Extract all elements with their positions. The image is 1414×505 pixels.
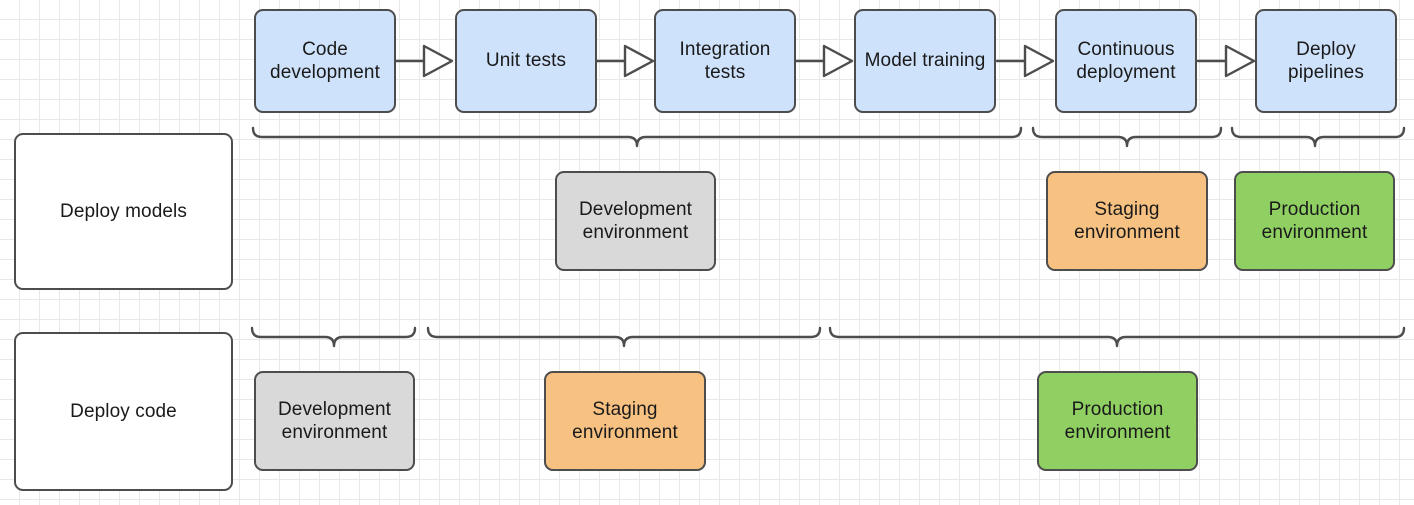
pipeline-node-label: Integration tests xyxy=(679,38,771,83)
brace-models-staging xyxy=(1031,126,1223,148)
pipeline-node-deploy-pipelines[interactable]: Deploy pipelines xyxy=(1255,9,1397,113)
pipeline-node-continuous-deployment[interactable]: Continuous deployment xyxy=(1055,9,1197,113)
brace-models-development xyxy=(251,126,1023,148)
env-node-models-production[interactable]: Production environment xyxy=(1234,171,1395,271)
env-node-label: Development environment xyxy=(578,198,693,243)
env-node-label: Production environment xyxy=(1064,398,1171,443)
env-node-label: Staging environment xyxy=(572,398,678,443)
brace-code-production xyxy=(828,326,1406,348)
connector-continuous-deployment-to-deploy-pipelines xyxy=(1196,44,1256,78)
lane-label-deploy-code[interactable]: Deploy code xyxy=(14,332,233,491)
pipeline-node-label: Unit tests xyxy=(485,50,567,72)
lane-label-text: Deploy code xyxy=(70,400,177,422)
connector-integration-tests-to-model-training xyxy=(794,44,854,78)
env-node-models-staging[interactable]: Staging environment xyxy=(1046,171,1208,271)
pipeline-node-label: Deploy pipelines xyxy=(1288,38,1364,83)
env-node-code-production[interactable]: Production environment xyxy=(1037,371,1198,471)
lane-label-text: Deploy models xyxy=(60,200,187,222)
pipeline-node-label: Model training xyxy=(864,50,986,72)
pipeline-node-integration-tests[interactable]: Integration tests xyxy=(654,9,796,113)
env-node-code-development[interactable]: Development environment xyxy=(254,371,415,471)
pipeline-node-unit-tests[interactable]: Unit tests xyxy=(455,9,597,113)
env-node-code-staging[interactable]: Staging environment xyxy=(544,371,706,471)
env-node-label: Development environment xyxy=(277,398,392,443)
pipeline-node-label: Code development xyxy=(270,38,380,83)
env-node-label: Staging environment xyxy=(1074,198,1180,243)
connector-unit-tests-to-integration-tests xyxy=(595,44,655,78)
pipeline-node-label: Continuous deployment xyxy=(1076,38,1176,83)
env-node-label: Production environment xyxy=(1261,198,1368,243)
brace-code-development xyxy=(250,326,417,348)
pipeline-node-code-development[interactable]: Code development xyxy=(254,9,396,113)
env-node-models-development[interactable]: Development environment xyxy=(555,171,716,271)
brace-models-production xyxy=(1230,126,1406,148)
connector-model-training-to-continuous-deployment xyxy=(995,44,1055,78)
lane-label-deploy-models[interactable]: Deploy models xyxy=(14,133,233,290)
pipeline-node-model-training[interactable]: Model training xyxy=(854,9,996,113)
connector-code-development-to-unit-tests xyxy=(394,44,454,78)
brace-code-staging xyxy=(426,326,822,348)
